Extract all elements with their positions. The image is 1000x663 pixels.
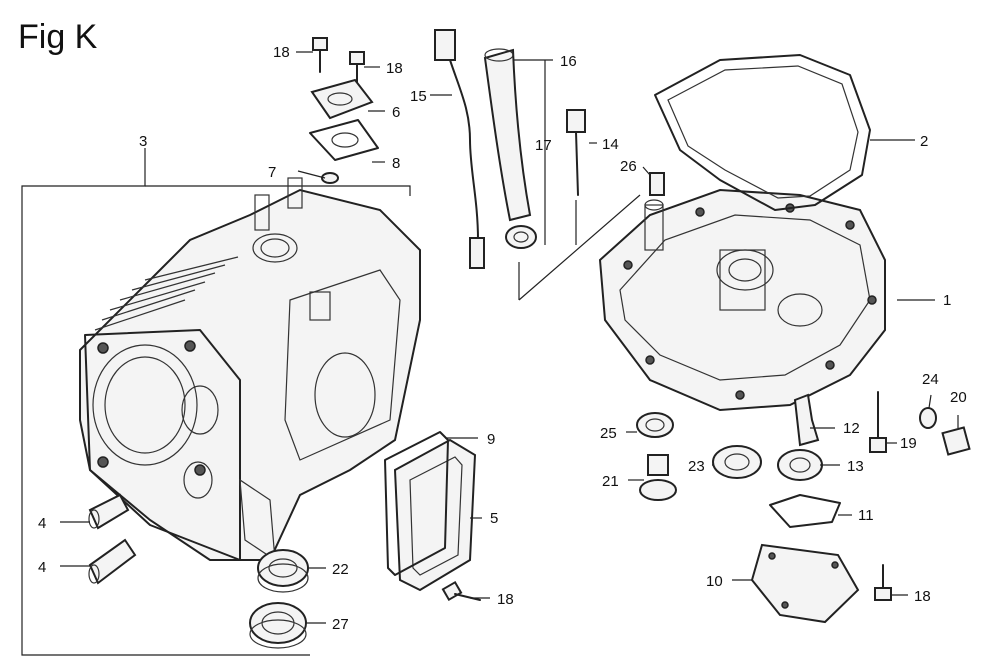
dowel-pin-upper — [88, 493, 130, 530]
leader-lines — [60, 51, 959, 624]
callout-14: 14 — [602, 136, 619, 153]
callout-22: 22 — [332, 561, 349, 578]
callout-18-top-left: 18 — [273, 44, 290, 61]
crank-oil-seal — [712, 445, 762, 479]
callout-3: 3 — [139, 133, 147, 150]
plate-seal-gasket — [769, 494, 841, 528]
gear-cover-plate — [750, 543, 860, 624]
callout-8: 8 — [392, 155, 400, 172]
crankcase-cover — [598, 188, 886, 412]
figure-title: Fig K — [18, 18, 98, 56]
tube-seal — [505, 225, 537, 249]
cover-plate — [310, 78, 374, 120]
cylinder-block-group-bracket — [21, 148, 411, 656]
callout-9: 9 — [487, 431, 495, 448]
callout-18-top-right: 18 — [386, 60, 403, 77]
callout-4-lower: 4 — [38, 559, 46, 576]
flange-bolt-top-right — [349, 51, 365, 83]
callout-12: 12 — [843, 420, 860, 437]
callout-20: 20 — [950, 389, 967, 406]
flange-bolt-plate — [874, 564, 892, 601]
cover-bolt — [869, 391, 887, 453]
plate-gasket — [309, 119, 379, 161]
oil-filler-tube — [483, 48, 532, 222]
callout-21: 21 — [602, 473, 619, 490]
oil-seal — [257, 549, 309, 593]
callout-5: 5 — [490, 510, 498, 527]
drain-washer — [919, 407, 937, 429]
callout-4-upper: 4 — [38, 515, 46, 532]
dipstick-cap — [566, 109, 586, 196]
callout-19: 19 — [900, 435, 917, 452]
callout-25: 25 — [600, 425, 617, 442]
breather-cover — [393, 438, 477, 592]
callout-13: 13 — [847, 458, 864, 475]
dowel-pin-lower — [88, 538, 137, 585]
governor-gear — [777, 449, 823, 481]
callout-18-plate: 18 — [914, 588, 931, 605]
oil-sensor-wire — [434, 29, 485, 269]
callout-1: 1 — [943, 292, 951, 309]
callout-15: 15 — [410, 88, 427, 105]
cover-gasket — [654, 54, 871, 211]
filler-group-leader — [518, 194, 641, 301]
flange-bolt-breather — [441, 580, 481, 602]
callout-24: 24 — [922, 371, 939, 388]
callout-17: 17 — [535, 137, 552, 154]
drain-plug — [941, 426, 971, 456]
breather-gasket — [384, 431, 449, 576]
cylinder-block — [79, 177, 421, 562]
ball-bearing — [249, 602, 307, 649]
callout-10: 10 — [706, 573, 723, 590]
flange-bolt-top-left — [312, 37, 328, 73]
seal-ring — [636, 412, 674, 438]
callout-23: 23 — [688, 458, 705, 475]
callout-27: 27 — [332, 616, 349, 633]
callout-7: 7 — [268, 164, 276, 181]
callout-6: 6 — [392, 104, 400, 121]
callout-16: 16 — [560, 53, 577, 70]
callout-2: 2 — [920, 133, 928, 150]
callout-26: 26 — [620, 158, 637, 175]
governor-shaft — [793, 393, 820, 447]
callout-11: 11 — [858, 507, 874, 524]
drain-bolt — [639, 454, 677, 501]
small-dowel — [321, 172, 339, 184]
callout-18-breather: 18 — [497, 591, 514, 608]
cover-dowel — [649, 172, 665, 196]
